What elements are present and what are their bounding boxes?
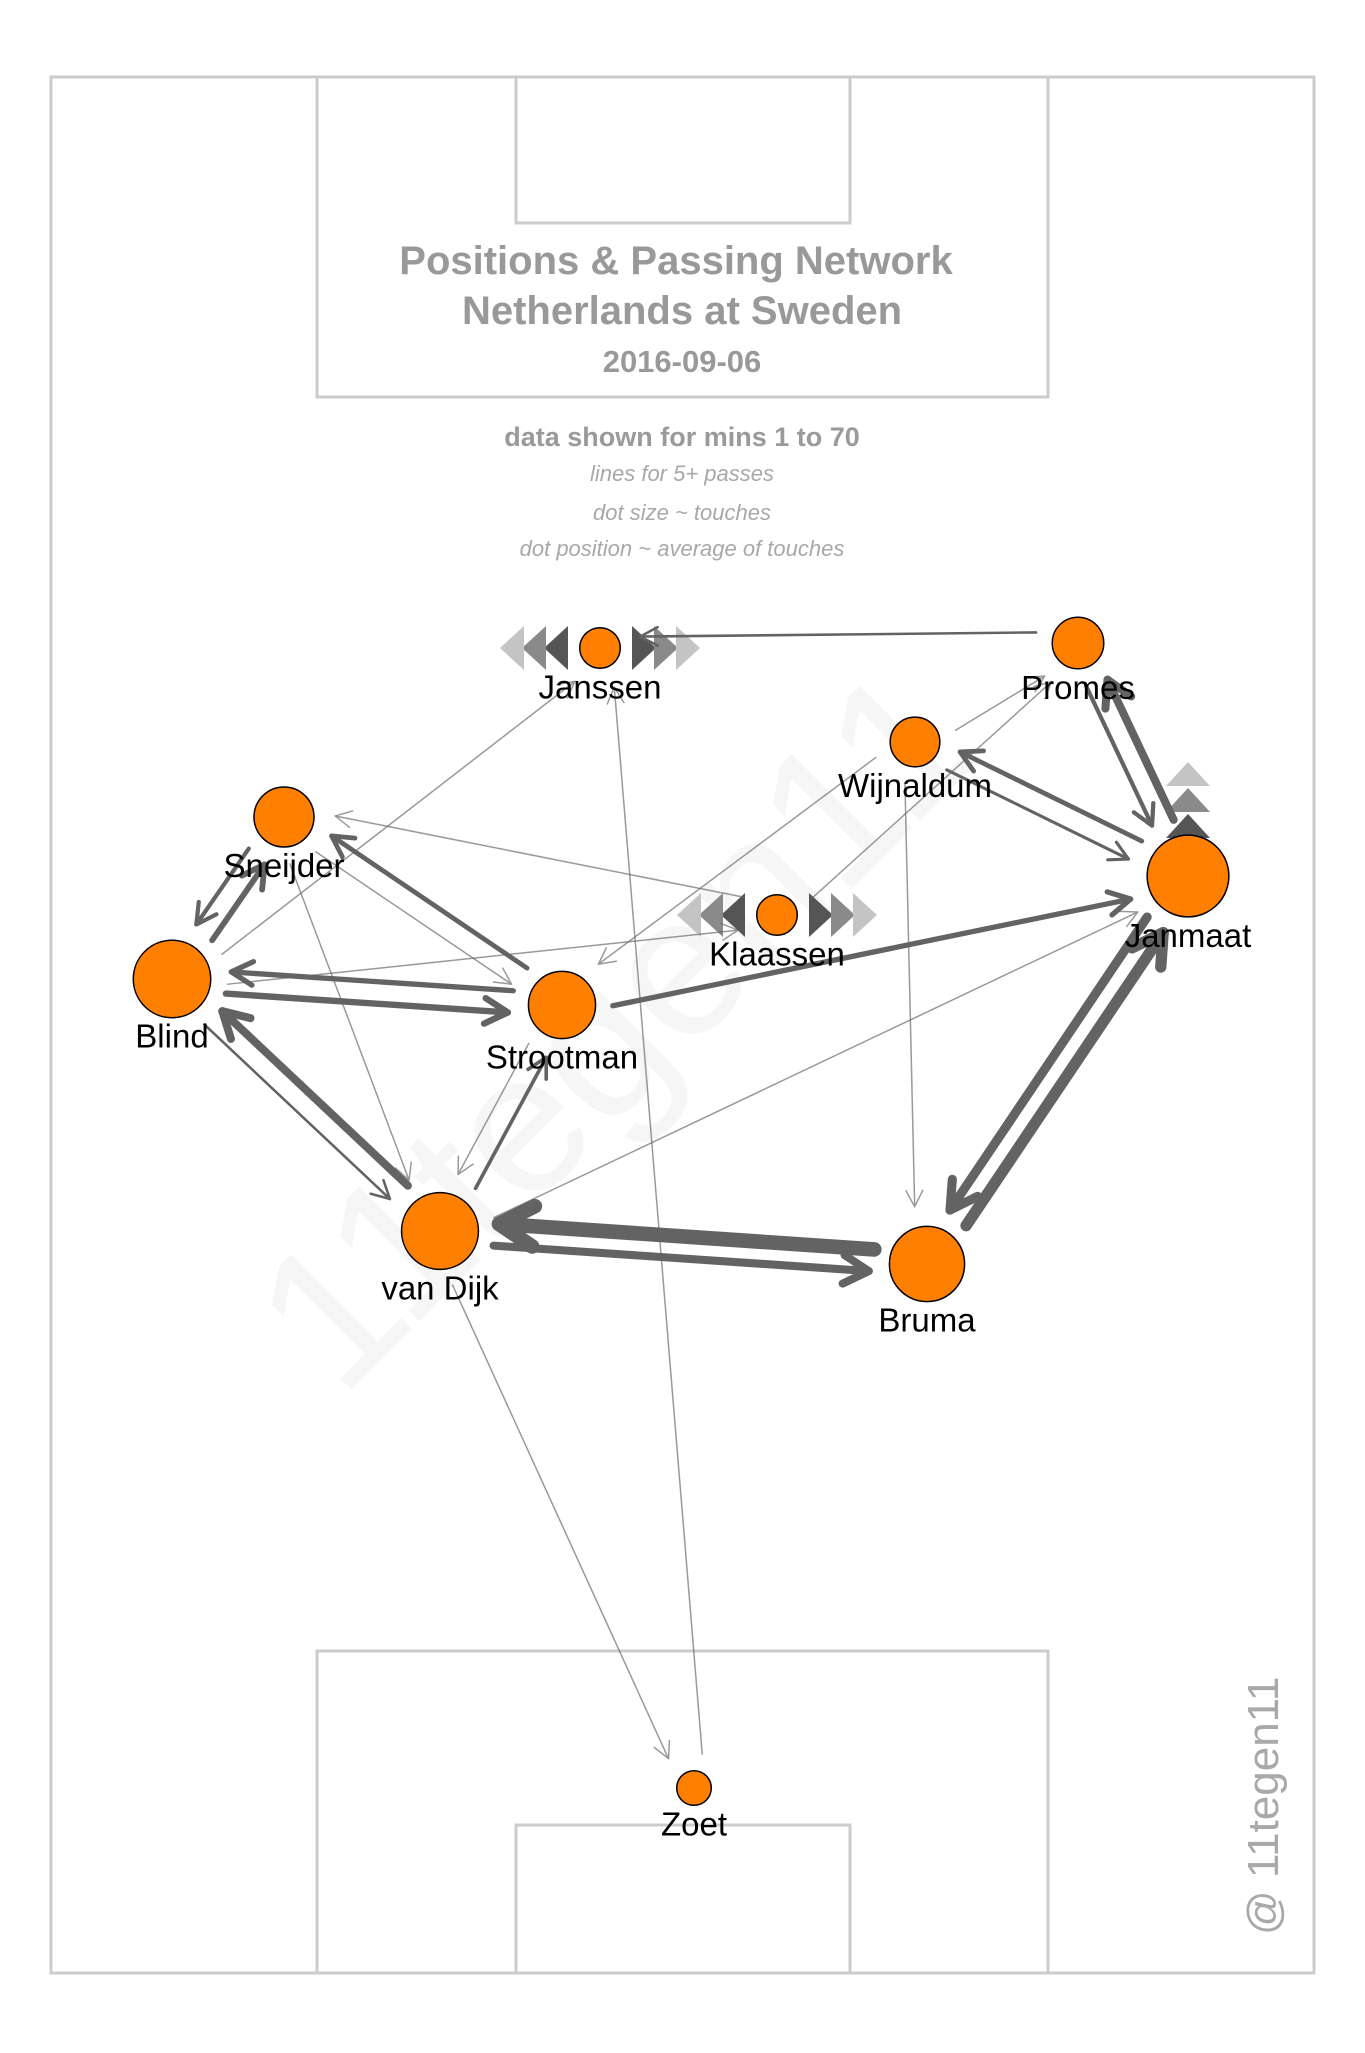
position-marker-janmaat	[1166, 762, 1210, 838]
player-label: Janssen	[539, 668, 662, 705]
subtitle: data shown for mins 1 to 70	[504, 422, 860, 452]
pass-sneijder-to-blind	[194, 846, 251, 927]
credit: @ 11tegen11	[1239, 1677, 1288, 1935]
pass-strootman-to-sneijder	[329, 833, 530, 971]
bottom-goal-area	[514, 1823, 852, 1975]
pass-promes-to-janmaat	[1083, 683, 1156, 828]
pass-sneijder-to-van_dijk	[289, 863, 412, 1181]
pass-janmaat-to-promes	[1101, 675, 1178, 824]
player-strootman: Strootman	[486, 970, 638, 1076]
player-klaassen: Klaassen	[709, 893, 845, 972]
player-janmaat: Janmaat	[1125, 834, 1252, 954]
title-line-1: Positions & Passing Network	[399, 239, 953, 283]
player-label: Blind	[135, 1018, 208, 1055]
pass-wijnaldum-to-promes	[954, 675, 1046, 731]
player-van_dijk: van Dijk	[381, 1191, 499, 1306]
player-dot	[253, 786, 315, 848]
player-dot	[889, 716, 941, 768]
pass-wijnaldum-to-strootman	[597, 756, 877, 965]
player-wijnaldum: Wijnaldum	[838, 716, 992, 804]
player-dot	[527, 970, 597, 1040]
pass-janmaat-to-bruma	[945, 912, 1152, 1215]
note-dot-position: dot position ~ average of touches	[520, 536, 845, 561]
pass-van_dijk-to-blind	[218, 1007, 412, 1190]
player-label: van Dijk	[381, 1269, 499, 1306]
player-dot	[400, 1191, 480, 1271]
pass-sneijder-to-strootman	[315, 851, 513, 985]
pass-strootman-to-van_dijk	[457, 1042, 530, 1176]
top-goal-area	[514, 75, 852, 225]
player-label: Zoet	[661, 1805, 727, 1842]
pass-bruma-to-janmaat	[960, 926, 1169, 1232]
pass-wijnaldum-to-janmaat	[945, 768, 1131, 862]
player-label: Bruma	[878, 1302, 976, 1339]
pass-van_dijk-to-janmaat	[493, 910, 1139, 1219]
player-dot	[755, 893, 799, 937]
title-line-2: Netherlands at Sweden	[462, 289, 902, 333]
player-label: Klaassen	[709, 935, 845, 972]
pass-van_dijk-to-bruma	[489, 1241, 873, 1288]
player-dot	[888, 1225, 966, 1303]
player-dot	[578, 626, 622, 670]
pass-promes-to-janssen	[638, 625, 1038, 647]
player-dot	[1051, 616, 1105, 670]
player-bruma: Bruma	[878, 1225, 976, 1339]
player-dot	[132, 939, 212, 1019]
pass-wijnaldum-to-bruma	[904, 782, 924, 1208]
note-passes: lines for 5+ passes	[590, 461, 774, 486]
player-label: Sneijder	[223, 847, 344, 884]
position-marker-klaassen	[677, 893, 877, 937]
player-dot	[675, 1769, 713, 1807]
pass-blind-to-klaassen	[226, 922, 739, 985]
note-dot-size: dot size ~ touches	[593, 500, 771, 525]
pass-klaassen-to-sneijder	[334, 810, 745, 898]
player-promes: Promes	[1021, 616, 1135, 706]
pass-strootman-to-janmaat	[610, 889, 1134, 1009]
pass-zoet-to-janssen	[606, 686, 703, 1755]
pass-van_dijk-to-zoet	[451, 1284, 671, 1760]
player-janssen: Janssen	[539, 626, 662, 705]
player-label: Strootman	[486, 1039, 638, 1076]
player-label: Promes	[1021, 669, 1135, 706]
player-label: Janmaat	[1125, 917, 1252, 954]
pass-van_dijk-to-strootman	[473, 1055, 549, 1191]
pass-klaassen-to-promes	[810, 681, 1053, 900]
player-label: Wijnaldum	[838, 767, 992, 804]
pass-lines	[194, 625, 1178, 1760]
player-sneijder: Sneijder	[223, 786, 345, 884]
pitch-markings	[49, 75, 1316, 1975]
pass-bruma-to-van_dijk	[491, 1198, 882, 1257]
pass-blind-to-janssen	[221, 680, 576, 955]
pass-blind-to-sneijder	[209, 861, 268, 944]
player-dot	[1146, 834, 1230, 918]
pass-strootman-to-blind	[228, 958, 516, 994]
player-blind: Blind	[132, 939, 212, 1055]
player-zoet: Zoet	[661, 1769, 727, 1842]
pass-blind-to-strootman	[222, 990, 512, 1027]
pass-blind-to-van_dijk	[203, 1023, 392, 1201]
match-date: 2016-09-06	[603, 344, 762, 379]
